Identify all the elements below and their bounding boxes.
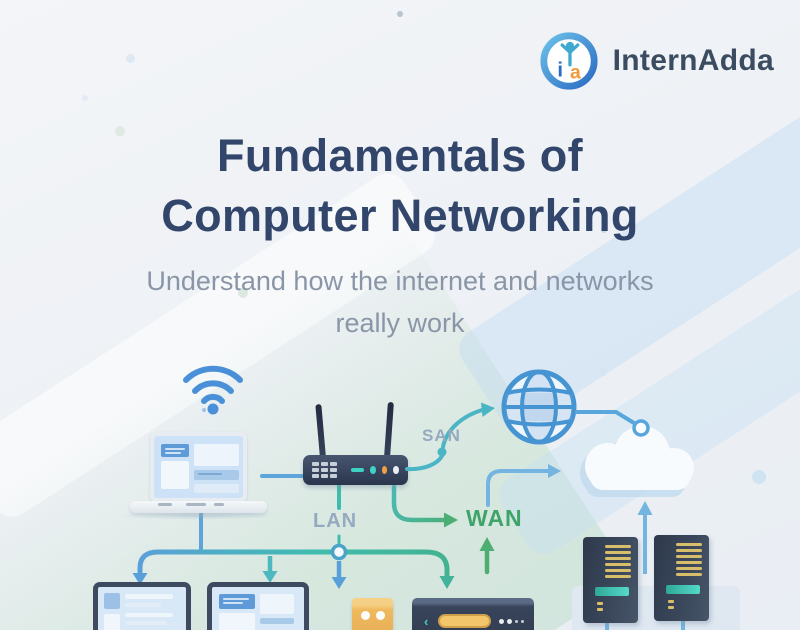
router-antenna-left [315,403,326,459]
wifi-icon [183,365,243,415]
cloud-icon [580,426,694,497]
router-antenna-right [384,401,394,459]
label-lan: LAN [313,510,358,532]
decor-dot [752,470,766,484]
laptop-icon [150,432,247,502]
label-san: SAN [422,426,461,445]
laptop-base [130,501,267,513]
decor-dot [397,11,403,17]
decor-dot [126,54,135,63]
monitor-icon-2 [207,582,309,630]
internet-globe-icon [501,369,577,445]
switch-panel [438,614,491,628]
page-title: Fundamentals of Computer Networking [0,126,800,246]
page-subtitle: Understand how the internet and networks… [0,260,800,344]
title-line-1: Fundamentals of [216,130,584,181]
decor-dot [82,95,88,101]
network-switch-icon: ‹ [412,598,534,630]
router-icon [303,455,408,485]
svg-text:a: a [570,61,581,83]
router-led-orange [381,466,388,474]
brand-logo: i a InternAdda [538,30,774,92]
hub-box-icon [352,598,393,630]
switch-leds [499,618,524,624]
subtitle-line-1: Understand how the internet and networks [146,266,654,296]
router-led-teal [369,466,376,474]
brand-logo-icon: i a [540,32,598,90]
brand-name: InternAdda [612,44,774,77]
switch-arrow-glyph: ‹ [424,613,429,629]
router-display [351,468,364,472]
monitor-icon-1 [93,582,191,630]
router-led-white [393,466,400,474]
label-wan: WAN [466,505,523,531]
svg-text:i: i [557,60,563,82]
laptop-shadow [118,511,280,520]
decor-dot [599,368,607,376]
laptop-screen-content [154,436,243,498]
server-icon-1 [583,537,638,623]
subtitle-line-2: really work [335,308,465,338]
title-line-2: Computer Networking [161,190,639,241]
server-icon-2 [654,535,709,621]
router-ports [312,462,337,478]
